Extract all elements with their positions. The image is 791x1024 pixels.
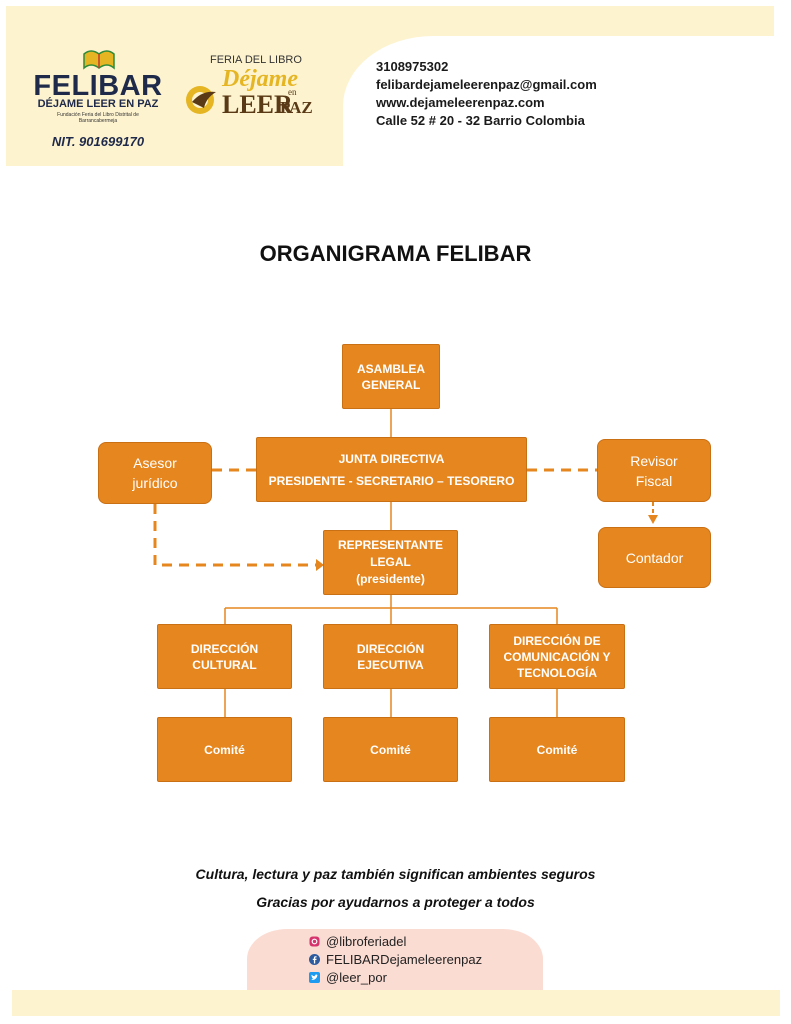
felibar-subtitle: DÉJAME LEER EN PAZ [37,98,159,110]
page-title: ORGANIGRAMA FELIBAR [259,241,532,266]
comite-comunicacion-label: Comité [536,742,578,757]
contador-label: Contador [625,549,684,566]
arrowhead-representante [316,559,324,571]
box-revisor-fiscal: Revisor Fiscal [597,439,711,502]
social-panel: @libroferiadel FELIBARDejameleerenpaz @l… [247,929,543,999]
asamblea-line2: GENERAL [361,377,421,392]
header-contact-area [343,36,791,186]
contact-phone: 3108975302 [376,59,449,74]
box-asesor-juridico: Asesor jurídico [98,442,212,504]
asamblea-line1: ASAMBLEA [357,361,425,376]
instagram-handle: @libroferiadel [326,934,407,949]
social-twitter[interactable]: @leer_por [309,970,387,985]
feria-leer: LEER [222,90,293,119]
comite-cultural-label: Comité [204,742,245,757]
feria-logo: FERIA DEL LIBRO Déjame LEER en PAZ [182,54,313,130]
representante-line2: LEGAL [370,555,411,569]
box-direccion-ejecutiva: DIRECCIÓN EJECUTIVA [323,624,458,689]
contact-website[interactable]: www.dejameleerenpaz.com [376,95,545,110]
twitter-icon [309,972,320,983]
feria-en: en [288,87,297,97]
ejecutiva-line1: DIRECCIÓN [356,641,425,656]
comunicacion-line3: TECNOLOGÍA [517,665,597,680]
feria-dejame: Déjame [222,66,298,92]
box-comite-ejecutiva: Comité [323,717,458,782]
junta-line1: JUNTA DIRECTIVA [338,451,445,466]
feria-paz: PAZ [280,98,313,117]
felibar-nit: NIT. 901699170 [51,134,145,149]
instagram-icon [309,936,320,947]
box-direccion-cultural: DIRECCIÓN CULTURAL [157,624,292,689]
comite-ejecutiva-label: Comité [370,742,411,757]
social-instagram[interactable]: @libroferiadel [309,934,406,949]
revisor-line2: Fiscal [635,472,673,489]
felibar-foundation: Fundación Feria del Libro Distrital de B… [57,112,139,124]
feria-top-text: FERIA DEL LIBRO [210,54,302,66]
felibar-title: FELIBAR [33,70,163,102]
box-contador: Contador [598,527,711,588]
cultural-line1: DIRECCIÓN [190,641,259,656]
asesor-line2: jurídico [132,475,178,491]
revisor-line1: Revisor [630,452,678,469]
contact-email[interactable]: felibardejameleerenpaz@gmail.com [376,77,597,92]
social-facebook[interactable]: FELIBARDejameleerenpaz [309,952,482,967]
contact-block: 3108975302 felibardejameleerenpaz@gmail.… [376,58,597,130]
representante-line3: (presidente) [356,572,425,586]
contact-address: Calle 52 # 20 - 32 Barrio Colombia [376,113,585,128]
connector-asesor-representante [153,504,318,567]
cultural-line2: CULTURAL [192,657,257,672]
footer-slogan-2: Gracias por ayudarnos a proteger a todos [256,894,535,910]
box-asamblea-general: ASAMBLEA GENERAL [342,344,440,409]
representante-line1: REPRESENTANTE [337,538,444,552]
footer-slogan-1: Cultura, lectura y paz también significa… [195,866,596,882]
box-comite-comunicacion: Comité [489,717,625,782]
arrowhead-contador [648,515,658,524]
box-comite-cultural: Comité [157,717,292,782]
twitter-handle: @leer_por [326,970,387,985]
open-book-icon [83,50,115,70]
sun-dove-emblem-icon [186,86,216,114]
asesor-line1: Asesor [133,455,177,471]
facebook-icon [309,954,320,965]
box-junta-directiva: JUNTA DIRECTIVA PRESIDENTE - SECRETARIO … [256,437,527,502]
footer-band [12,990,780,1016]
felibar-logo: FELIBAR DÉJAME LEER EN PAZ Fundación Fer… [28,48,168,152]
ejecutiva-line2: EJECUTIVA [357,657,424,672]
junta-line2: PRESIDENTE - SECRETARIO – TESORERO [268,473,515,488]
box-direccion-comunicacion: DIRECCIÓN DE COMUNICACIÓN Y TECNOLOGÍA [489,624,625,689]
comunicacion-line1: DIRECCIÓN DE [513,633,601,648]
box-representante-legal: REPRESENTANTE LEGAL (presidente) [323,530,458,595]
facebook-page: FELIBARDejameleerenpaz [326,952,483,967]
comunicacion-line2: COMUNICACIÓN Y [503,649,611,664]
